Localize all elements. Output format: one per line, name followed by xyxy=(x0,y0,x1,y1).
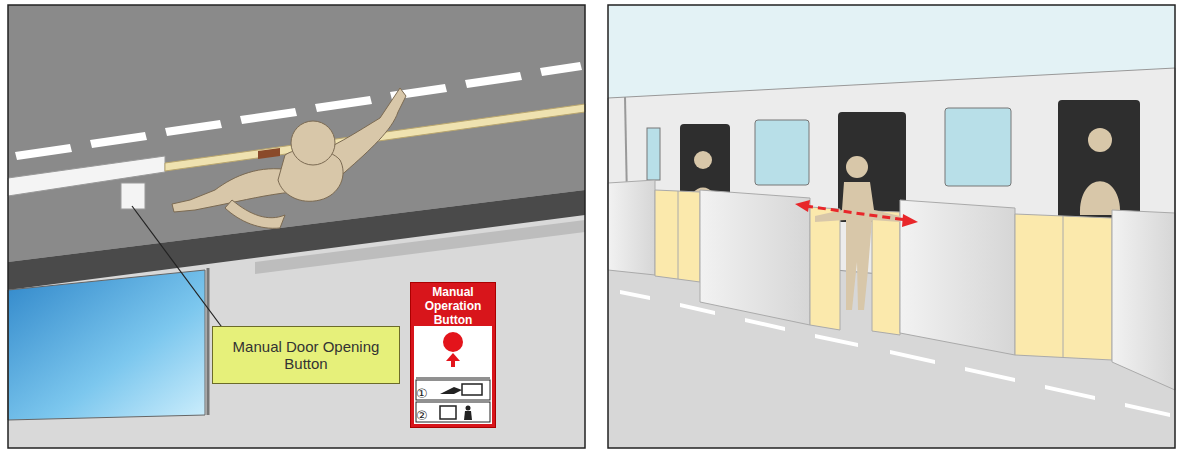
platform-door-glass xyxy=(8,270,205,420)
door-sill xyxy=(255,220,585,274)
node-text: Manual Door Opening Button xyxy=(221,338,391,373)
rail-grip xyxy=(258,148,280,159)
arrow-head xyxy=(446,353,460,361)
manual-door-button xyxy=(121,183,145,209)
step-frame xyxy=(416,380,490,400)
step-number: ① xyxy=(416,386,428,401)
person-icon xyxy=(466,406,471,411)
arrow-head xyxy=(795,200,810,212)
step-frame xyxy=(416,402,490,422)
screen-doors xyxy=(608,180,1175,390)
door-icon xyxy=(440,406,456,419)
step-number: ② xyxy=(416,408,428,423)
train-windows xyxy=(647,108,1011,186)
platform-edge xyxy=(8,190,585,290)
door-frame xyxy=(207,268,210,415)
right-panel xyxy=(608,5,1175,448)
callout-box: Manual Door Opening Button xyxy=(212,326,400,384)
divider xyxy=(416,378,490,379)
leader-line xyxy=(132,206,224,330)
panel-frame xyxy=(8,5,585,448)
left-panel xyxy=(8,5,585,448)
person-icon xyxy=(464,411,472,420)
floor xyxy=(8,5,585,448)
hand-icon xyxy=(440,387,462,394)
node-text: Manual Operation Button xyxy=(413,286,493,327)
panel-frame xyxy=(608,5,1175,448)
opening-arrow xyxy=(805,206,906,220)
sign-panel: Manual Operation Button xyxy=(410,282,496,428)
person-opening-door xyxy=(815,156,900,310)
arrow-head xyxy=(902,214,918,227)
platform-floor xyxy=(608,5,1175,448)
button-icon xyxy=(462,384,482,395)
sign-face xyxy=(414,326,492,424)
button-symbol xyxy=(443,332,463,352)
person-reaching xyxy=(172,88,406,228)
dashed-line xyxy=(620,290,1170,417)
